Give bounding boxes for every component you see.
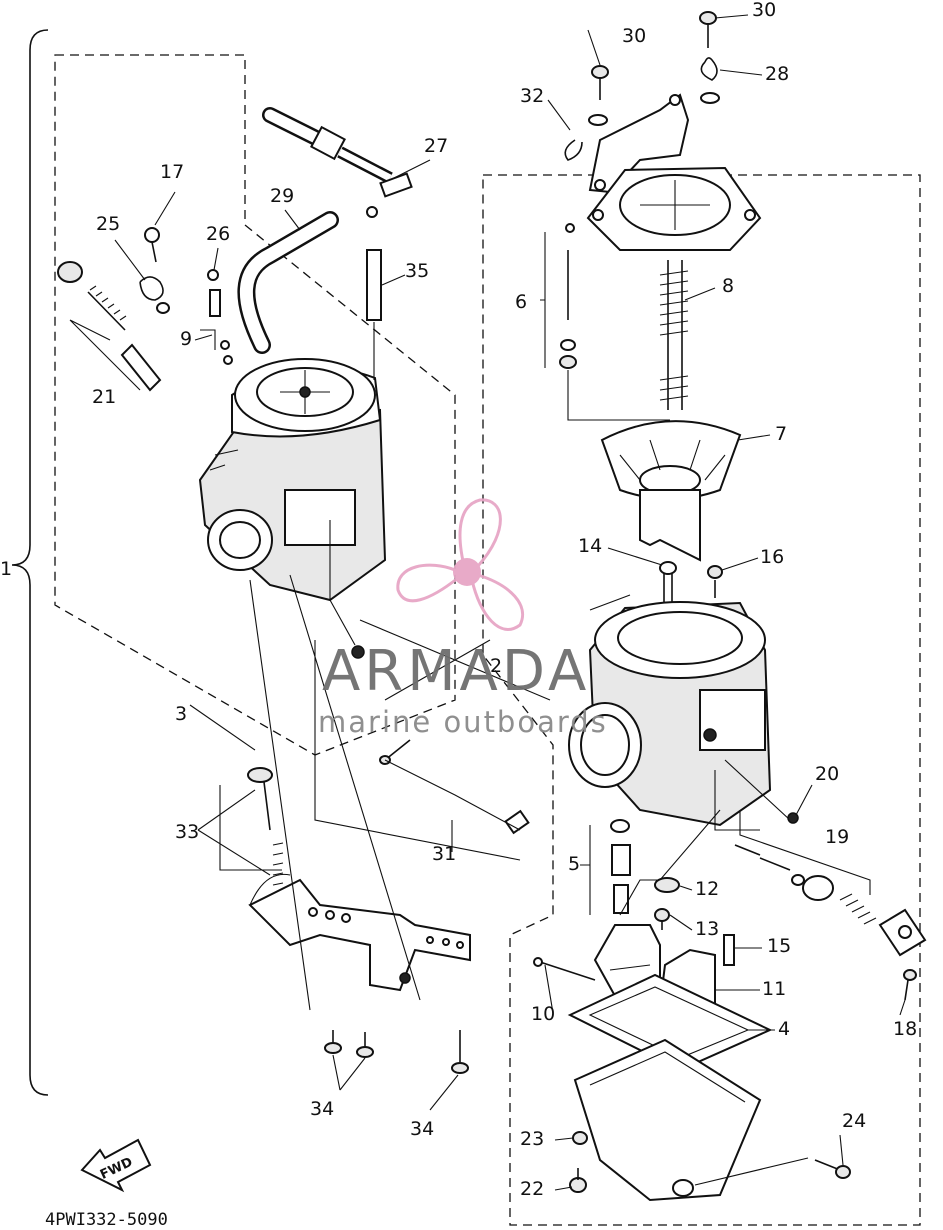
part-20-nut — [787, 812, 799, 824]
part-cover-top — [586, 166, 762, 251]
callout-4: 4 — [778, 1018, 790, 1040]
part-8-spring — [659, 260, 689, 410]
part-22-23-24-hardware — [569, 1131, 851, 1193]
callout-29: 29 — [270, 185, 294, 207]
callout-9: 9 — [180, 328, 192, 350]
callout-18: 18 — [893, 1018, 917, 1040]
callout-34b: 34 — [410, 1118, 434, 1140]
callout-7: 7 — [775, 423, 787, 445]
callout-11: 11 — [762, 978, 786, 1000]
callout-13: 13 — [695, 918, 719, 940]
callout-20: 20 — [815, 763, 839, 785]
group-3-dashed-outline — [54, 54, 456, 756]
callout-33: 33 — [175, 821, 199, 843]
part-30-screws — [591, 11, 717, 100]
fwd-arrow-icon: FWD — [80, 1138, 152, 1193]
callout-5: 5 — [568, 853, 580, 875]
callout-24: 24 — [842, 1110, 866, 1132]
callout-30b: 30 — [752, 0, 776, 21]
callout-35: 35 — [405, 260, 429, 282]
callout-1: 1 — [0, 558, 12, 580]
drawing-code: 4PWI332-5090 — [45, 1210, 168, 1230]
part-5-jet-set — [580, 809, 721, 916]
part-19-screw-assembly — [734, 810, 927, 957]
part-15-pin — [723, 934, 735, 966]
propeller-logo-icon — [396, 498, 525, 631]
callout-26: 26 — [206, 223, 230, 245]
part-35-tube — [366, 249, 382, 380]
callout-6: 6 — [515, 291, 527, 313]
right-carburetor-body — [568, 594, 791, 831]
callout-16: 16 — [760, 546, 784, 568]
callout-15: 15 — [767, 935, 791, 957]
part-31-screw-and-spring — [379, 739, 530, 835]
callout-leaders — [114, 14, 906, 1191]
left-leader-lines — [249, 574, 551, 1011]
callout-25: 25 — [96, 213, 120, 235]
part-28-clip — [700, 57, 720, 104]
part-25-clip — [139, 276, 170, 314]
part-27-fitting — [262, 107, 413, 218]
callout-2: 2 — [490, 655, 502, 677]
callout-22: 22 — [520, 1178, 544, 1200]
assembly-brace-1 — [11, 29, 49, 1096]
part-21-needle-valve-spring — [57, 261, 162, 392]
callout-34a: 34 — [310, 1098, 334, 1120]
callout-3: 3 — [175, 703, 187, 725]
callout-10: 10 — [531, 1003, 555, 1025]
callout-27: 27 — [424, 135, 448, 157]
left-carburetor-body — [198, 358, 387, 659]
callout-30a: 30 — [622, 25, 646, 47]
callout-14: 14 — [578, 535, 602, 557]
part-12-and-13 — [654, 877, 680, 930]
part-10-pin — [533, 957, 596, 981]
part-16-screw — [707, 565, 723, 598]
callout-labels: 1 2 3 4 5 6 7 8 9 10 11 12 13 14 15 16 1… — [0, 0, 917, 1200]
group-2-dashed-outline — [482, 174, 921, 1226]
callout-17: 17 — [160, 161, 184, 183]
watermark-brand: ARMADA — [322, 639, 590, 704]
part-33-adjust-screw — [247, 767, 284, 886]
callout-12: 12 — [695, 878, 719, 900]
part-29-hose — [237, 211, 339, 354]
part-17-screw — [144, 227, 160, 263]
callout-8: 8 — [722, 275, 734, 297]
callout-19: 19 — [825, 826, 849, 848]
watermark-tagline: marine outboards — [318, 705, 608, 739]
callout-31: 31 — [432, 843, 456, 865]
callout-21: 21 — [92, 386, 116, 408]
armada-watermark: ARMADA marine outboards — [318, 498, 608, 739]
part-18-screw — [903, 969, 917, 1001]
part-float-bowl — [573, 1038, 762, 1202]
bracket-plate — [248, 873, 471, 992]
part-34-bolts — [324, 1030, 469, 1074]
callout-32: 32 — [520, 85, 544, 107]
part-6-needle-set — [540, 223, 670, 421]
callout-23: 23 — [520, 1128, 544, 1150]
part-26-and-9-jet-set — [200, 269, 233, 365]
part-7-diaphragm — [600, 420, 742, 562]
part-32-clip — [564, 114, 608, 161]
callout-28: 28 — [765, 63, 789, 85]
